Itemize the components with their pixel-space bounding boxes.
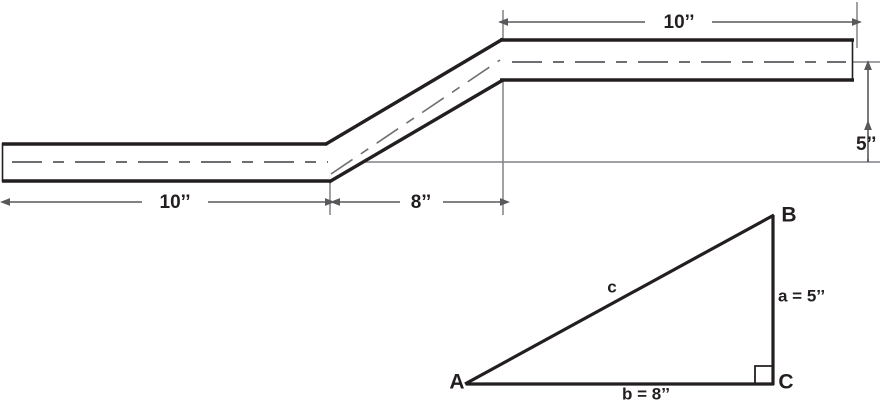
dimension-lower-run: 10’’: [0, 192, 335, 213]
triangle-vertex-label-a: A: [449, 371, 464, 394]
right-angle-marker-icon: [754, 365, 773, 384]
diagonal-bar: [325, 37, 504, 184]
triangle-vertex-label-c: C: [778, 371, 793, 394]
bent-bar-elevation: 10’’ 10’’ 8’’ 5’’: [0, 2, 880, 215]
dimension-upper-run: 10’’: [498, 12, 862, 33]
triangle-hypotenuse-side-c: [464, 213, 775, 386]
diagonal-bottom-edge: [328, 78, 504, 184]
dimension-lower-run-label: 10’’: [160, 192, 191, 213]
dimension-diagonal-run: 8’’: [330, 192, 510, 213]
dimension-rise: 5’’: [856, 60, 876, 162]
upper-bar: [500, 38, 854, 82]
triangle-vertex-label-b: B: [781, 204, 796, 227]
triangle-side-label-a: a = 5’’: [778, 286, 825, 305]
dimension-rise-label: 5’’: [856, 134, 876, 155]
dimension-diagonal-run-label: 8’’: [411, 192, 431, 213]
right-triangle-diagram: A B C c a = 5’’ b = 8’’: [449, 204, 825, 404]
triangle-side-label-c: c: [607, 277, 616, 296]
diagonal-top-edge: [325, 37, 504, 146]
lower-bar: [1, 142, 331, 183]
dimension-upper-run-label: 10’’: [664, 12, 695, 33]
diagonal-centerline: [330, 59, 501, 175]
triangle-side-label-b: b = 8’’: [622, 384, 670, 403]
